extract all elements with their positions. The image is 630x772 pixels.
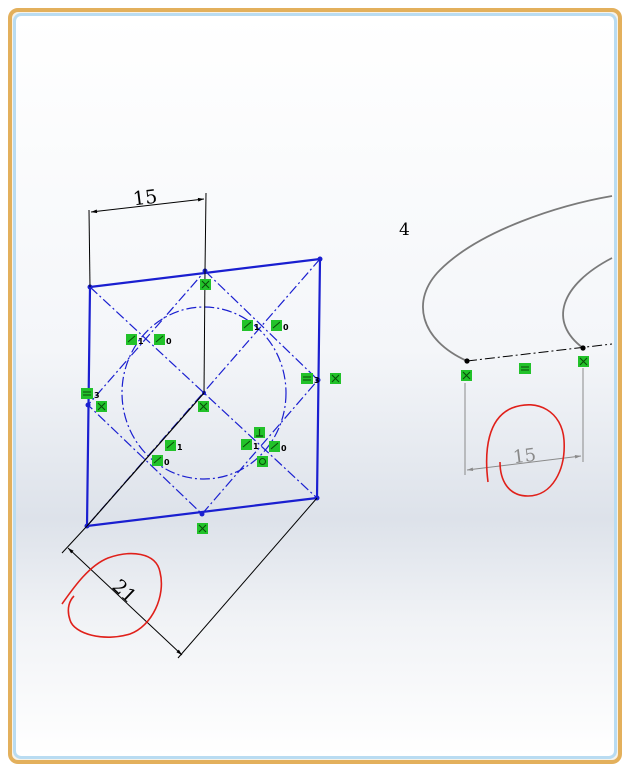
- symmetric-label: 0: [281, 444, 287, 453]
- equal-icon: [519, 363, 531, 374]
- symmetric-icon: [152, 455, 163, 466]
- perpendicular-icon: [254, 427, 265, 438]
- red-circle-markup-left: [61, 552, 163, 638]
- centerline-bottom[interactable]: [466, 343, 613, 362]
- endpoint: [580, 345, 586, 351]
- tangent-icon: [257, 456, 268, 467]
- outer-arc[interactable]: [422, 195, 613, 362]
- inner-diamond[interactable]: [87, 270, 319, 515]
- symmetric-label: 0: [164, 458, 170, 467]
- coincident-icon: [96, 401, 107, 412]
- symmetric-icon: [154, 334, 165, 345]
- construction-diagonal-1[interactable]: [89, 286, 318, 499]
- dimension-top-value[interactable]: 15: [132, 186, 159, 211]
- symmetric-icon: [242, 320, 253, 331]
- symmetric-icon: [165, 440, 176, 451]
- grey-profile[interactable]: [422, 195, 613, 381]
- equal-icon: [81, 388, 93, 399]
- center-to-corner-line[interactable]: [86, 392, 205, 527]
- relation-badges: 3 3 1 0 1 0 1 0 1 0: [81, 279, 341, 534]
- symmetric-icon: [271, 320, 282, 331]
- equal-label-left: 3: [94, 391, 100, 400]
- dimension-right-15[interactable]: 15: [464, 368, 584, 475]
- red-circle-markup-right: [485, 404, 565, 497]
- symmetric-label: 0: [283, 323, 289, 332]
- dimension-right-value[interactable]: 15: [512, 445, 537, 469]
- endpoint: [464, 358, 470, 364]
- coincident-icon: [200, 279, 211, 290]
- coincident-icon: [198, 401, 209, 412]
- symmetric-label: 1: [253, 442, 259, 451]
- coincident-icon: [330, 373, 341, 384]
- equal-label-right: 3: [314, 376, 320, 385]
- equal-icon: [301, 373, 313, 384]
- dimension-diagonal-value[interactable]: 21: [108, 575, 141, 608]
- dimension-top-15[interactable]: 15: [88, 186, 207, 288]
- symmetric-icon: [126, 334, 137, 345]
- coincident-icon: [197, 523, 208, 534]
- dimension-diagonal-21[interactable]: 21: [61, 497, 318, 659]
- coincident-icon: [461, 370, 472, 381]
- coincident-icon: [578, 356, 589, 367]
- symmetric-label: 0: [166, 337, 172, 346]
- symmetric-icon: [241, 439, 252, 450]
- center-vertical-line[interactable]: [203, 270, 206, 394]
- inner-arc[interactable]: [562, 257, 613, 349]
- annotation-number: 4: [399, 220, 410, 240]
- symmetric-label: 1: [138, 337, 144, 346]
- symmetric-icon: [269, 441, 280, 452]
- construction-circle[interactable]: [121, 306, 287, 480]
- symmetric-label: 1: [254, 323, 260, 332]
- symmetric-label: 1: [177, 443, 183, 452]
